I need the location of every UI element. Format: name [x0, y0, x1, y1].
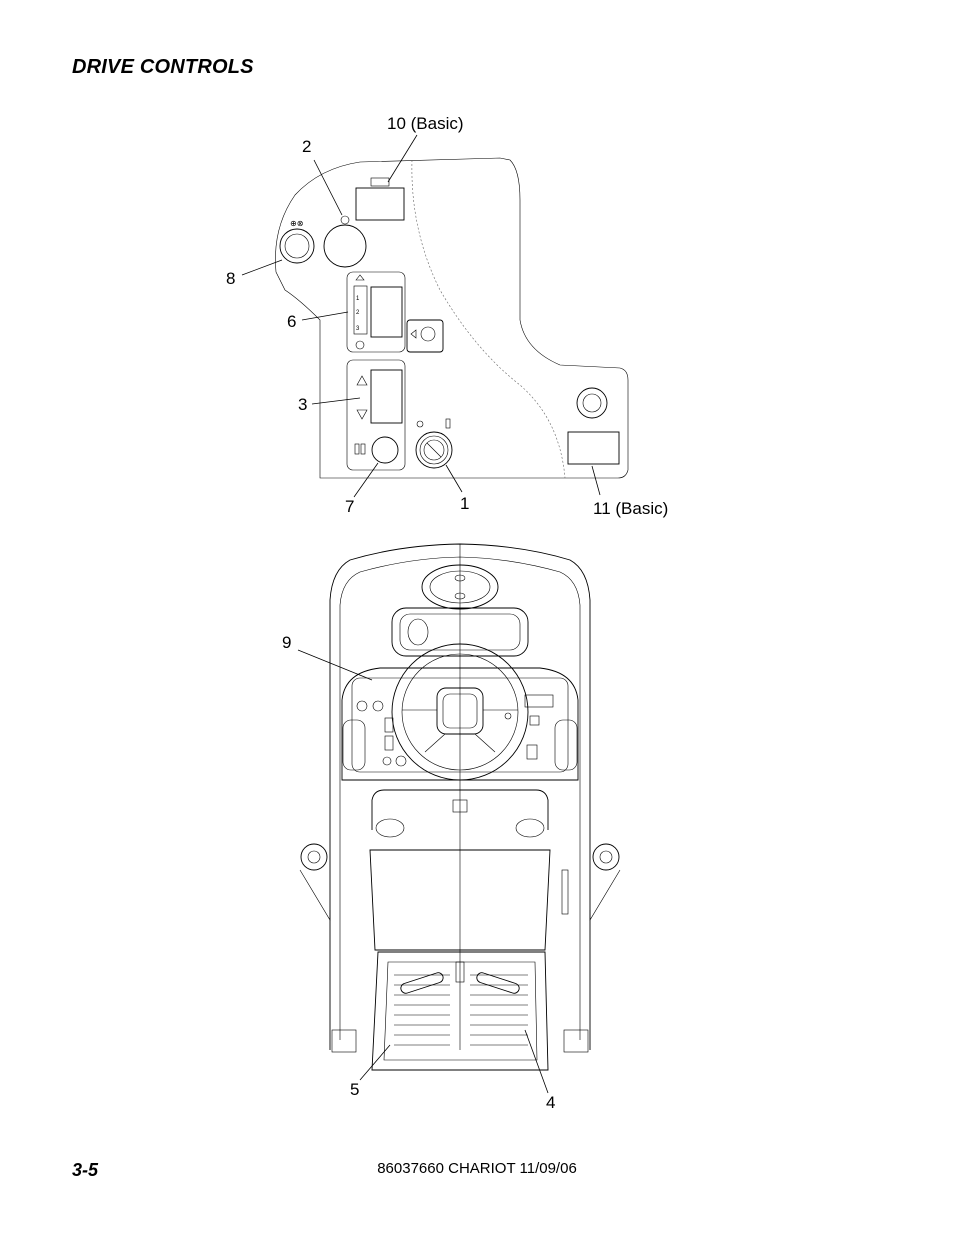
- callout-2: 2: [302, 137, 311, 156]
- callout-6: 6: [287, 312, 296, 331]
- callout-3: 3: [298, 395, 307, 414]
- svg-text:2: 2: [356, 310, 360, 316]
- svg-text:1: 1: [356, 296, 360, 302]
- svg-text:3: 3: [356, 326, 360, 332]
- callout-8: 8: [226, 269, 235, 288]
- page-title: DRIVE CONTROLS: [72, 56, 254, 78]
- callout-1: 1: [460, 494, 469, 513]
- callout-11: 11 (Basic): [593, 499, 668, 518]
- page-number: 3-5: [72, 1160, 99, 1180]
- callout-7: 7: [345, 497, 354, 516]
- callout-4: 4: [546, 1093, 555, 1112]
- callout-9: 9: [282, 633, 291, 652]
- svg-text:⊕⊗: ⊕⊗: [290, 219, 303, 228]
- machine-top-view-diagram: 9 5 4: [282, 543, 621, 1112]
- document-footer: 86037660 CHARIOT 11/09/06: [377, 1160, 577, 1177]
- callout-5: 5: [350, 1080, 359, 1099]
- control-panel-diagram: ⊕⊗ 1 2 3: [226, 114, 668, 518]
- callout-10: 10 (Basic): [387, 114, 464, 133]
